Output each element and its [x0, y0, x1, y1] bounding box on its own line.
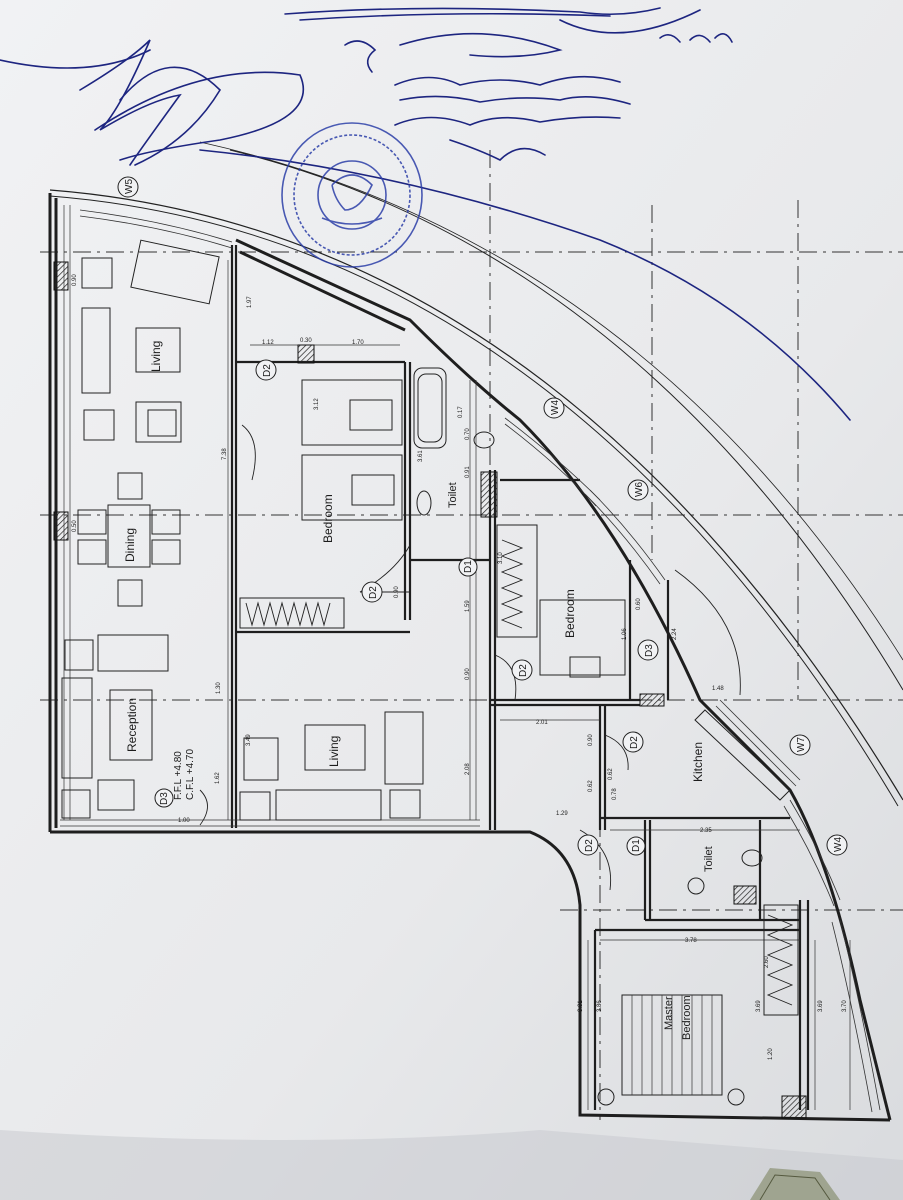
bed-stripes [631, 995, 713, 1095]
dim-text: 3.69 [818, 1000, 824, 1012]
dim-text: 0.91 [465, 466, 471, 478]
dim-text: 1.62 [215, 772, 221, 784]
room-label-kitchen: Kitchen [691, 742, 705, 782]
door-tag-d3-balcony: D3 [644, 644, 655, 657]
dim-text: 0.90 [465, 668, 471, 680]
dim-text: 0.17 [458, 406, 464, 418]
dim-text: 1.20 [768, 1048, 774, 1060]
window-tag-w4-upper: W4 [550, 400, 561, 415]
facade-arcs [49, 141, 903, 807]
door-tag-d2-wardrobe: D2 [368, 586, 379, 599]
room-label-toilet-bottom: Toilet [703, 846, 715, 872]
door-tag-d1-toilet: D1 [463, 560, 474, 573]
dim-text: 2.01 [536, 720, 548, 726]
dim-text: 0.62 [608, 768, 614, 780]
dim-text: 0.90 [72, 274, 78, 286]
opening-tags [117, 176, 848, 856]
dim-text: 1.29 [556, 811, 568, 817]
room-label-reception: Reception [125, 698, 139, 752]
structural-columns [53, 261, 807, 1119]
dim-text: 3.70 [842, 1000, 848, 1012]
banknote-corner [750, 1168, 840, 1200]
dim-text: 0.60 [636, 598, 642, 610]
dim-text: 3.49 [246, 734, 252, 746]
wardrobes [245, 539, 794, 1006]
door-tag-d3-entry: D3 [159, 792, 170, 805]
dim-text: 2.35 [700, 828, 712, 834]
room-label-bedroom-top: Bedroom [321, 494, 335, 543]
dim-text: 1.97 [247, 296, 253, 308]
handwritten-signatures [0, 7, 851, 421]
paper-shadow [0, 1130, 903, 1200]
dim-text: 0.90 [394, 586, 400, 598]
door-tag-d2-mid: D2 [518, 664, 529, 677]
dim-text: 1.12 [262, 340, 274, 346]
dim-text: 3.61 [418, 450, 424, 462]
door-tag-d2-entry: D2 [584, 839, 595, 852]
dim-text: 1.00 [178, 818, 190, 824]
window-tag-w6: W6 [634, 482, 645, 497]
dim-text: 0.30 [300, 338, 312, 344]
floor-level-note: F.F.L +4.80 [173, 751, 184, 800]
dim-text: 3.81 [578, 1000, 584, 1012]
dim-text: 2.60 [764, 956, 770, 968]
window-tag-w7: W7 [796, 737, 807, 752]
ceiling-level-note: C.F.L +4.70 [185, 749, 196, 800]
door-tag-d2-bedroom: D2 [262, 364, 273, 377]
furniture [61, 239, 799, 1106]
door-tag-d2-kitchen: D2 [629, 736, 640, 749]
dim-text: 2.24 [672, 628, 678, 640]
dim-text: 0.70 [465, 428, 471, 440]
window-glazing [79, 209, 881, 1113]
dim-text: 3.69 [756, 1000, 762, 1012]
dim-text: 0.78 [612, 788, 618, 800]
room-label-living-top: Living [149, 341, 163, 372]
dim-text: 3.10 [498, 552, 504, 564]
dim-text: 3.78 [685, 938, 697, 944]
interior-walls [230, 245, 810, 1110]
dim-text: 0.90 [588, 734, 594, 746]
stamp-seal [281, 122, 423, 268]
dim-text: 3.12 [314, 398, 320, 410]
dim-text: 1.48 [712, 686, 724, 692]
dim-text: 1.59 [465, 600, 471, 612]
window-tag-w4-lower: W4 [833, 837, 844, 852]
dim-text: 2.08 [465, 763, 471, 775]
room-label-master-line2: Bedroom [681, 995, 693, 1040]
dim-text: 0.62 [588, 780, 594, 792]
room-label-toilet-top: Toilet [447, 482, 459, 508]
dim-text: 1.06 [622, 628, 628, 640]
dim-text: 7.38 [222, 448, 228, 460]
door-tag-d1-toilet-bottom: D1 [631, 839, 642, 852]
dim-text: 0.50 [72, 520, 78, 532]
room-label-bedroom-mid: Bedroom [563, 589, 577, 638]
room-label-master-line1: Master [663, 996, 675, 1030]
dim-text: 1.70 [352, 340, 364, 346]
room-label-living-mid: Living [327, 736, 341, 767]
window-tag-w5: W5 [124, 179, 135, 194]
room-label-dining: Dining [123, 528, 137, 562]
dim-text: 1.30 [216, 682, 222, 694]
dim-text: 3.86 [597, 1000, 603, 1012]
